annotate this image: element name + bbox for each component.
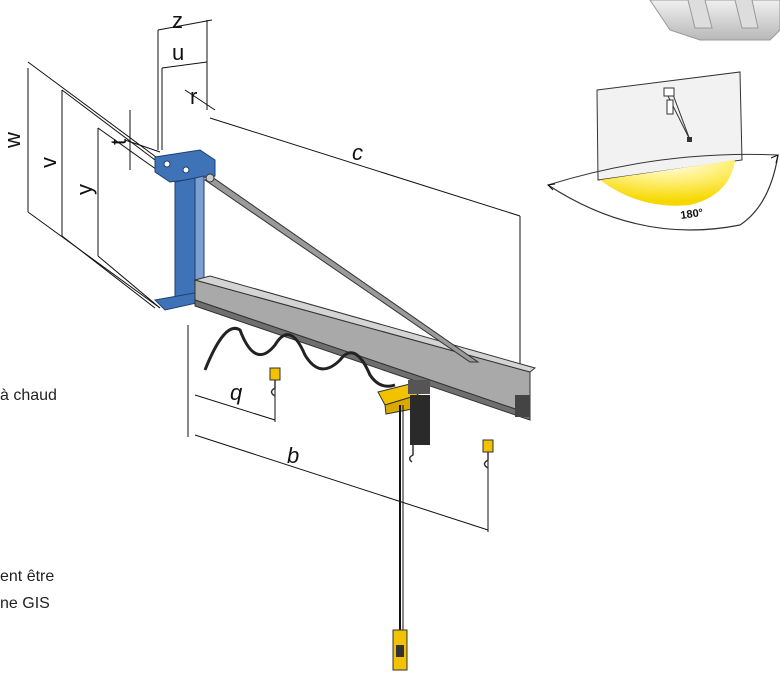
rotation-schematic: 180° <box>546 71 779 231</box>
dimension-lines <box>27 19 521 532</box>
festoon-cable <box>203 327 396 388</box>
hook-left <box>269 367 281 397</box>
dimension-label-b: b <box>287 443 299 468</box>
dimension-label-u: u <box>172 40 184 65</box>
dimension-label-z: z <box>172 8 183 33</box>
rotation-angle-label: 180° <box>680 207 704 222</box>
jib-beam <box>193 275 537 421</box>
dimension-label-y: y <box>72 184 97 195</box>
electric-hoist <box>377 380 430 671</box>
side-text-line-1: à chaud <box>0 387 57 404</box>
dimension-label-c: c <box>352 140 363 165</box>
dimension-label-w: w <box>0 132 25 149</box>
dimension-label-q: q <box>230 380 243 405</box>
dimension-label-v: v <box>36 157 61 168</box>
hook-right <box>482 439 494 469</box>
side-text-line-3: ne GIS <box>0 595 50 612</box>
rail-profile-image <box>649 0 780 41</box>
dimension-label-r: r <box>190 84 197 109</box>
dimension-label-t: t <box>106 139 131 145</box>
tie-rod <box>203 173 480 363</box>
side-text-line-2: ent être <box>0 568 55 585</box>
